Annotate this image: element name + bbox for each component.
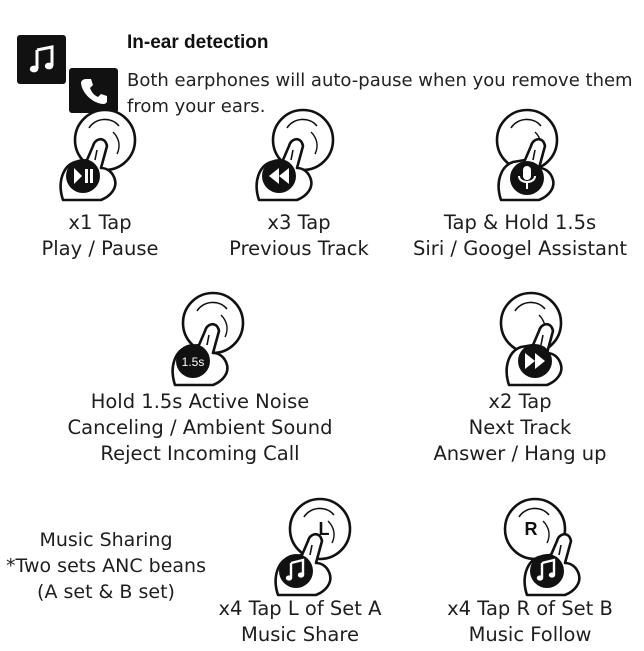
gesture-label: x2 Tap [488,390,552,413]
note-line-1: Music Sharing [39,529,173,551]
gesture-label: Tap & Hold 1.5s [443,211,597,234]
gesture-label: x3 Tap [267,211,331,234]
note-line-2: *Two sets ANC beans [6,555,206,577]
gesture-illustration-play-pause [54,103,144,203]
control-caption-voice-assistant: Tap & Hold 1.5s Siri / Googel Assistant [400,210,640,262]
section-description: Both earphones will auto-pause when you … [127,70,633,117]
control-caption-next-track: x2 Tap Next Track Answer / Hang up [410,389,630,467]
play-pause-icon [74,168,93,184]
music-icon-tile [17,35,66,84]
rewind-icon [269,168,289,184]
control-caption-previous-track: x3 Tap Previous Track [199,210,399,262]
phone-icon-tile [69,68,118,113]
gesture-label: Hold 1.5s Active Noise [90,390,310,413]
gesture-illustration-music-follow: R [485,494,585,597]
gesture-illustration-anc: 1.5s [155,286,255,387]
right-bud-label: R [525,519,538,539]
gesture-label: x4 Tap L of Set A [218,597,382,620]
action-label: Previous Track [229,237,369,260]
control-caption-music-share: x4 Tap L of Set A Music Share [200,596,400,648]
control-caption-music-follow: x4 Tap R of Set B Music Follow [420,596,640,648]
music-note-icon [29,44,53,72]
gesture-label: x4 Tap R of Set B [447,597,613,620]
extra-label: Reject Incoming Call [100,442,300,465]
action-label: Music Follow [468,623,592,646]
phone-icon [80,78,107,104]
gesture-label: x1 Tap [68,211,132,234]
gesture-illustration-music-share: L [258,494,358,597]
action-label: Play / Pause [41,237,159,260]
control-caption-play-pause: x1 Tap Play / Pause [0,210,200,262]
action-label: Canceling / Ambient Sound [67,416,333,439]
fast-forward-icon [525,353,545,369]
gesture-illustration-previous-track [250,103,340,203]
music-sharing-note: Music Sharing *Two sets ANC beans (A set… [0,527,212,605]
music-note-icon [536,558,556,581]
action-label: Siri / Googel Assistant [413,237,627,260]
gesture-illustration-next-track [475,286,575,387]
control-caption-anc: Hold 1.5s Active Noise Canceling / Ambie… [50,389,350,467]
action-label: Next Track [468,416,572,439]
hold-duration-badge: 1.5s [182,355,205,369]
section-title: In-ear detection [127,32,269,53]
extra-label: Answer / Hang up [433,442,607,465]
music-note-icon [285,558,305,581]
left-bud-label: L [319,519,330,539]
note-line-3: (A set & B set) [37,581,175,603]
action-label: Music Share [241,623,359,646]
microphone-icon [518,166,536,189]
gesture-illustration-voice-assistant [478,103,568,203]
